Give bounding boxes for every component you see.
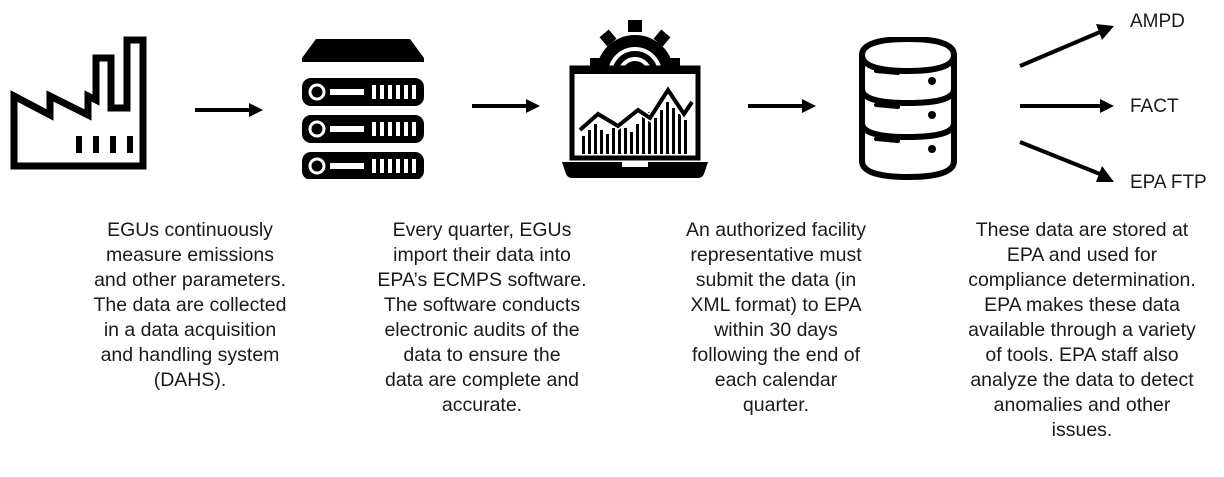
output-label-fact: FACT	[1130, 96, 1179, 117]
flow-arrow	[195, 103, 263, 117]
laptop-analytics-icon	[562, 20, 708, 178]
branch-arrows	[1019, 24, 1114, 182]
flow-arrow	[472, 99, 540, 113]
output-label-ampd: AMPD	[1130, 11, 1185, 32]
database-icon	[859, 37, 957, 181]
flow-arrow	[748, 99, 816, 113]
factory-icon	[10, 36, 147, 170]
server-icon	[302, 39, 424, 179]
output-label-epa-ftp: EPA FTP	[1130, 172, 1207, 193]
